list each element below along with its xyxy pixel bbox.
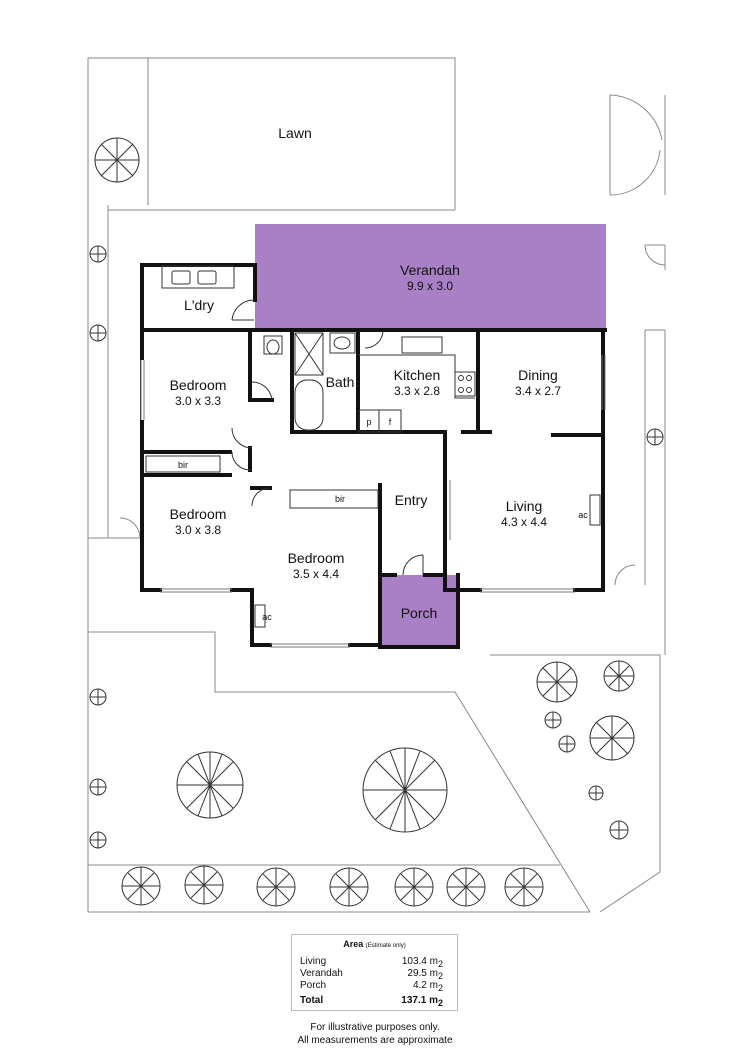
walls: [140, 263, 607, 649]
bath-label: Bath: [326, 374, 355, 390]
area-total-value: 137.1 m2: [401, 995, 443, 1008]
tree-icon: [394, 867, 434, 907]
tree-icon: [89, 831, 107, 849]
tree-icon: [176, 751, 244, 819]
bedroom2-label: Bedroom: [170, 506, 227, 522]
tree-icon: [609, 820, 629, 840]
area-row-value: 29.5 m2: [407, 968, 443, 981]
area-row-label: Verandah: [300, 968, 343, 979]
tree-icon: [646, 428, 664, 446]
door-swings: [231, 299, 424, 576]
fridge-label: f: [389, 417, 392, 427]
tree-icon: [558, 735, 576, 753]
fixtures: [145, 265, 601, 628]
kitchen-label: Kitchen: [394, 367, 441, 383]
disclaimer-line-1: For illustrative purposes only.: [310, 1022, 440, 1033]
tree-icon: [89, 245, 107, 263]
tree-icon: [362, 747, 448, 833]
area-row-label: Porch: [300, 980, 327, 991]
area-total-label: Total: [300, 995, 324, 1006]
floor-plan: Lawn Verandah 9.9 x 3.0 L'dry Bedroom 3.…: [87, 57, 666, 913]
tree-icon: [94, 137, 140, 183]
area-subtitle: (Estimate only): [365, 943, 406, 949]
verandah-dims: 9.9 x 3.0: [407, 279, 453, 293]
tree-icon: [446, 867, 486, 907]
bedroom1-label: Bedroom: [170, 377, 227, 393]
ac-label-bedroom: ac: [262, 612, 272, 622]
bir-label-2: bir: [335, 494, 345, 504]
tree-icon: [588, 785, 604, 801]
tree-icon: [121, 866, 161, 906]
bedroom3-label: Bedroom: [288, 550, 345, 566]
disclaimer: For illustrative purposes only. All meas…: [230, 1021, 520, 1047]
area-row-value: 4.2 m2: [412, 980, 443, 993]
bedroom2-dims: 3.0 x 3.8: [175, 523, 221, 537]
lawn-label: Lawn: [278, 125, 311, 141]
area-row-verandah: Verandah 29.5 m2: [300, 968, 443, 981]
ac-label-living: ac: [578, 510, 588, 520]
area-row-value: 103.4 m2: [401, 956, 443, 969]
bir-label-1: bir: [178, 460, 188, 470]
disclaimer-line-2: All measurements are approximate: [297, 1035, 453, 1046]
tree-icon: [89, 324, 107, 342]
area-table: Area (Estimate only) Living 103.4 m2 Ver…: [291, 934, 458, 1011]
tree-icon: [89, 688, 107, 706]
bedroom3-dims: 3.5 x 4.4: [293, 567, 339, 581]
verandah-label: Verandah: [400, 262, 460, 278]
trees: [89, 137, 664, 907]
tree-icon: [589, 715, 635, 761]
tree-icon: [329, 867, 369, 907]
tree-icon: [536, 661, 578, 703]
tree-icon: [184, 865, 224, 905]
tree-icon: [89, 778, 107, 796]
area-row-living: Living 103.4 m2: [300, 956, 443, 969]
entry-label: Entry: [395, 492, 428, 508]
pantry-label: p: [366, 417, 371, 427]
bedroom1-dims: 3.0 x 3.3: [175, 394, 221, 408]
site-boundary: [87, 57, 666, 913]
tree-icon: [603, 660, 635, 692]
dining-dims: 3.4 x 2.7: [515, 384, 561, 398]
kitchen-dims: 3.3 x 2.8: [394, 384, 440, 398]
verandah-area: [255, 224, 606, 330]
area-row-label: Living: [300, 956, 327, 967]
tree-icon: [504, 867, 544, 907]
area-title: Area (Estimate only): [343, 939, 406, 949]
living-dims: 4.3 x 4.4: [501, 515, 547, 529]
area-row-porch: Porch 4.2 m2: [300, 980, 443, 993]
tree-icon: [256, 867, 296, 907]
laundry-label: L'dry: [184, 297, 214, 313]
porch-label: Porch: [401, 605, 438, 621]
windows: [140, 355, 606, 648]
living-label: Living: [506, 498, 543, 514]
area-row-total: Total 137.1 m2: [300, 995, 443, 1008]
tree-icon: [544, 711, 562, 729]
dining-label: Dining: [518, 367, 558, 383]
